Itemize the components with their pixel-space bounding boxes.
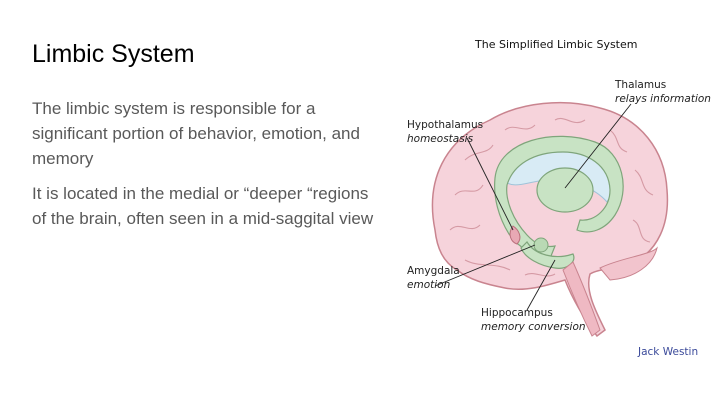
credit-logo-text: Jack Westin <box>638 346 699 358</box>
paragraph-location: It is located in the medial or “deeper “… <box>32 184 374 228</box>
label-thalamus: Thalamus relays information <box>615 78 711 106</box>
label-thalamus-role: relays information <box>615 93 711 105</box>
label-amygdala-name: Amygdala <box>407 265 460 277</box>
amygdala-shape <box>533 237 549 253</box>
limbic-system-figure: The Simplified Limbic System Thalamus re… <box>395 30 715 370</box>
leader-lines <box>434 103 632 311</box>
label-thalamus-name: Thalamus <box>615 79 667 91</box>
label-hypothalamus-name: Hypothalamus <box>407 119 484 131</box>
paragraph-function: The limbic system is responsible for a s… <box>32 99 360 168</box>
label-hippocampus: Hippocampus memory conversion <box>481 306 586 334</box>
label-hippocampus-role: memory conversion <box>481 321 586 333</box>
label-amygdala-role: emotion <box>407 279 451 291</box>
thalamus-shape <box>536 167 594 213</box>
label-hippocampus-name: Hippocampus <box>481 307 553 319</box>
slide-body: The limbic system is responsible for a s… <box>32 96 387 241</box>
label-hypothalamus: Hypothalamus homeostasis <box>407 118 483 146</box>
brain-illustration <box>431 101 669 338</box>
slide-title: Limbic System <box>32 40 195 68</box>
label-hypothalamus-role: homeostasis <box>407 133 474 145</box>
brainstem <box>562 261 601 337</box>
label-amygdala: Amygdala emotion <box>407 264 460 292</box>
cerebellum <box>599 246 658 281</box>
hypothalamus-shape <box>509 225 521 245</box>
figure-title: The Simplified Limbic System <box>475 38 638 51</box>
brain-gyri <box>449 118 654 277</box>
